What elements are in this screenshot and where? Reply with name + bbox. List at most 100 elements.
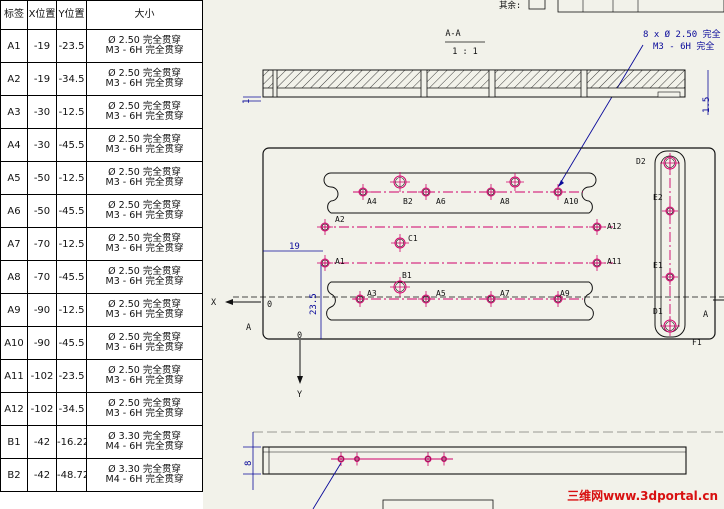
header-tag: 标签 (0, 0, 28, 30)
size-line-1: Ø 2.50 完全贯穿 (108, 299, 181, 310)
title-block-top (557, 0, 724, 13)
hole-a3 (352, 291, 368, 307)
cell-tag: A1 (0, 29, 28, 63)
label-a6: A6 (436, 197, 446, 206)
cell-tag: A7 (0, 227, 28, 261)
callout-leader (557, 44, 644, 188)
cell-y: -34.5 (56, 62, 87, 96)
cell-tag: A2 (0, 62, 28, 96)
cell-y: -23.5 (56, 29, 87, 63)
cell-y: -12.5 (56, 161, 87, 195)
size-line-2: M3 - 6H 完全贯穿 (105, 111, 184, 122)
hole-a12 (589, 219, 605, 235)
hole-b1 (390, 277, 410, 297)
cell-y: -45.5 (56, 326, 87, 360)
cell-x: -90 (27, 326, 57, 360)
header-x: X位置 (27, 0, 57, 30)
size-line-2: M3 - 6H 完全贯穿 (105, 78, 184, 89)
size-line-1: Ø 2.50 完全贯穿 (108, 101, 181, 112)
size-line-2: M4 - 6H 完全贯穿 (105, 441, 184, 452)
size-line-2: M3 - 6H 完全贯穿 (105, 309, 184, 320)
cell-y: -45.5 (56, 194, 87, 228)
hole-e1 (662, 269, 678, 285)
size-line-1: Ø 2.50 完全贯穿 (108, 35, 181, 46)
size-line-1: Ø 3.30 完全贯穿 (108, 464, 181, 475)
cell-tag: A6 (0, 194, 28, 228)
plan-view (262, 147, 716, 340)
label-a10: A10 (564, 197, 579, 206)
cell-y: -48.72 (56, 458, 87, 492)
label-c1: C1 (408, 234, 418, 243)
cell-x: -19 (27, 29, 57, 63)
hole-a9 (550, 291, 566, 307)
surface-finish-box (528, 0, 546, 10)
hole-a7 (483, 291, 499, 307)
hole-d1 (660, 316, 680, 336)
size-line-2: M3 - 6H 完全贯穿 (105, 210, 184, 221)
origin-y-label: 0 (297, 331, 302, 341)
hole-centerlines (321, 160, 671, 330)
cell-x: -50 (27, 161, 57, 195)
hole-a2 (317, 219, 333, 235)
cell-x: -102 (27, 392, 57, 426)
hole-a5 (418, 291, 434, 307)
label-e2: E2 (653, 193, 663, 202)
dim-19: 19 (289, 242, 300, 252)
cell-y: -45.5 (56, 260, 87, 294)
label-b2: B2 (403, 197, 413, 206)
dim-8: 8 (244, 461, 254, 466)
cell-y: -12.5 (56, 293, 87, 327)
size-line-2: M3 - 6H 完全贯穿 (105, 276, 184, 287)
label-a8: A8 (500, 197, 510, 206)
label-d1: D1 (653, 307, 663, 316)
hole-d2 (660, 153, 680, 173)
section-scale: 1 : 1 (452, 47, 478, 57)
size-line-1: Ø 2.50 完全贯穿 (108, 266, 181, 277)
cell-y: -16.22 (56, 425, 87, 459)
cell-x: -102 (27, 359, 57, 393)
size-line-1: Ø 2.50 完全贯穿 (108, 365, 181, 376)
label-a5: A5 (436, 289, 446, 298)
hole-a8 (483, 184, 499, 200)
cell-tag: B2 (0, 458, 28, 492)
drawing-canvas: 其余: A-A 1 : 1 8 x Ø 2.50 完全 M3 - 6H 完全 (211, 0, 724, 509)
origin-x-label: 0 (267, 300, 272, 310)
hole-e2 (662, 203, 678, 219)
label-f1: F1 (692, 338, 702, 347)
hole-a10 (550, 184, 566, 200)
watermark: 三维网www.3dportal.cn (567, 489, 718, 503)
cad-drawing: 其余: A-A 1 : 1 8 x Ø 2.50 完全 M3 - 6H 完全 (203, 0, 724, 509)
dim-1-5: 1.5 (702, 97, 712, 113)
size-line-2: M3 - 6H 完全贯穿 (105, 177, 184, 188)
cell-x: -30 (27, 95, 57, 129)
size-line-1: Ø 2.50 完全贯穿 (108, 134, 181, 145)
cell-tag: B1 (0, 425, 28, 459)
header-y: Y位置 (56, 0, 87, 30)
section-title: A-A (445, 29, 460, 39)
title-block-bottom (382, 499, 494, 509)
hole-a1 (317, 255, 333, 271)
cell-x: -70 (27, 260, 57, 294)
cell-tag: A9 (0, 293, 28, 327)
cell-tag: A4 (0, 128, 28, 162)
cell-x: -50 (27, 194, 57, 228)
cell-x: -42 (27, 458, 57, 492)
section-view: 1 1.5 (242, 69, 712, 115)
cell-tag: A12 (0, 392, 28, 426)
